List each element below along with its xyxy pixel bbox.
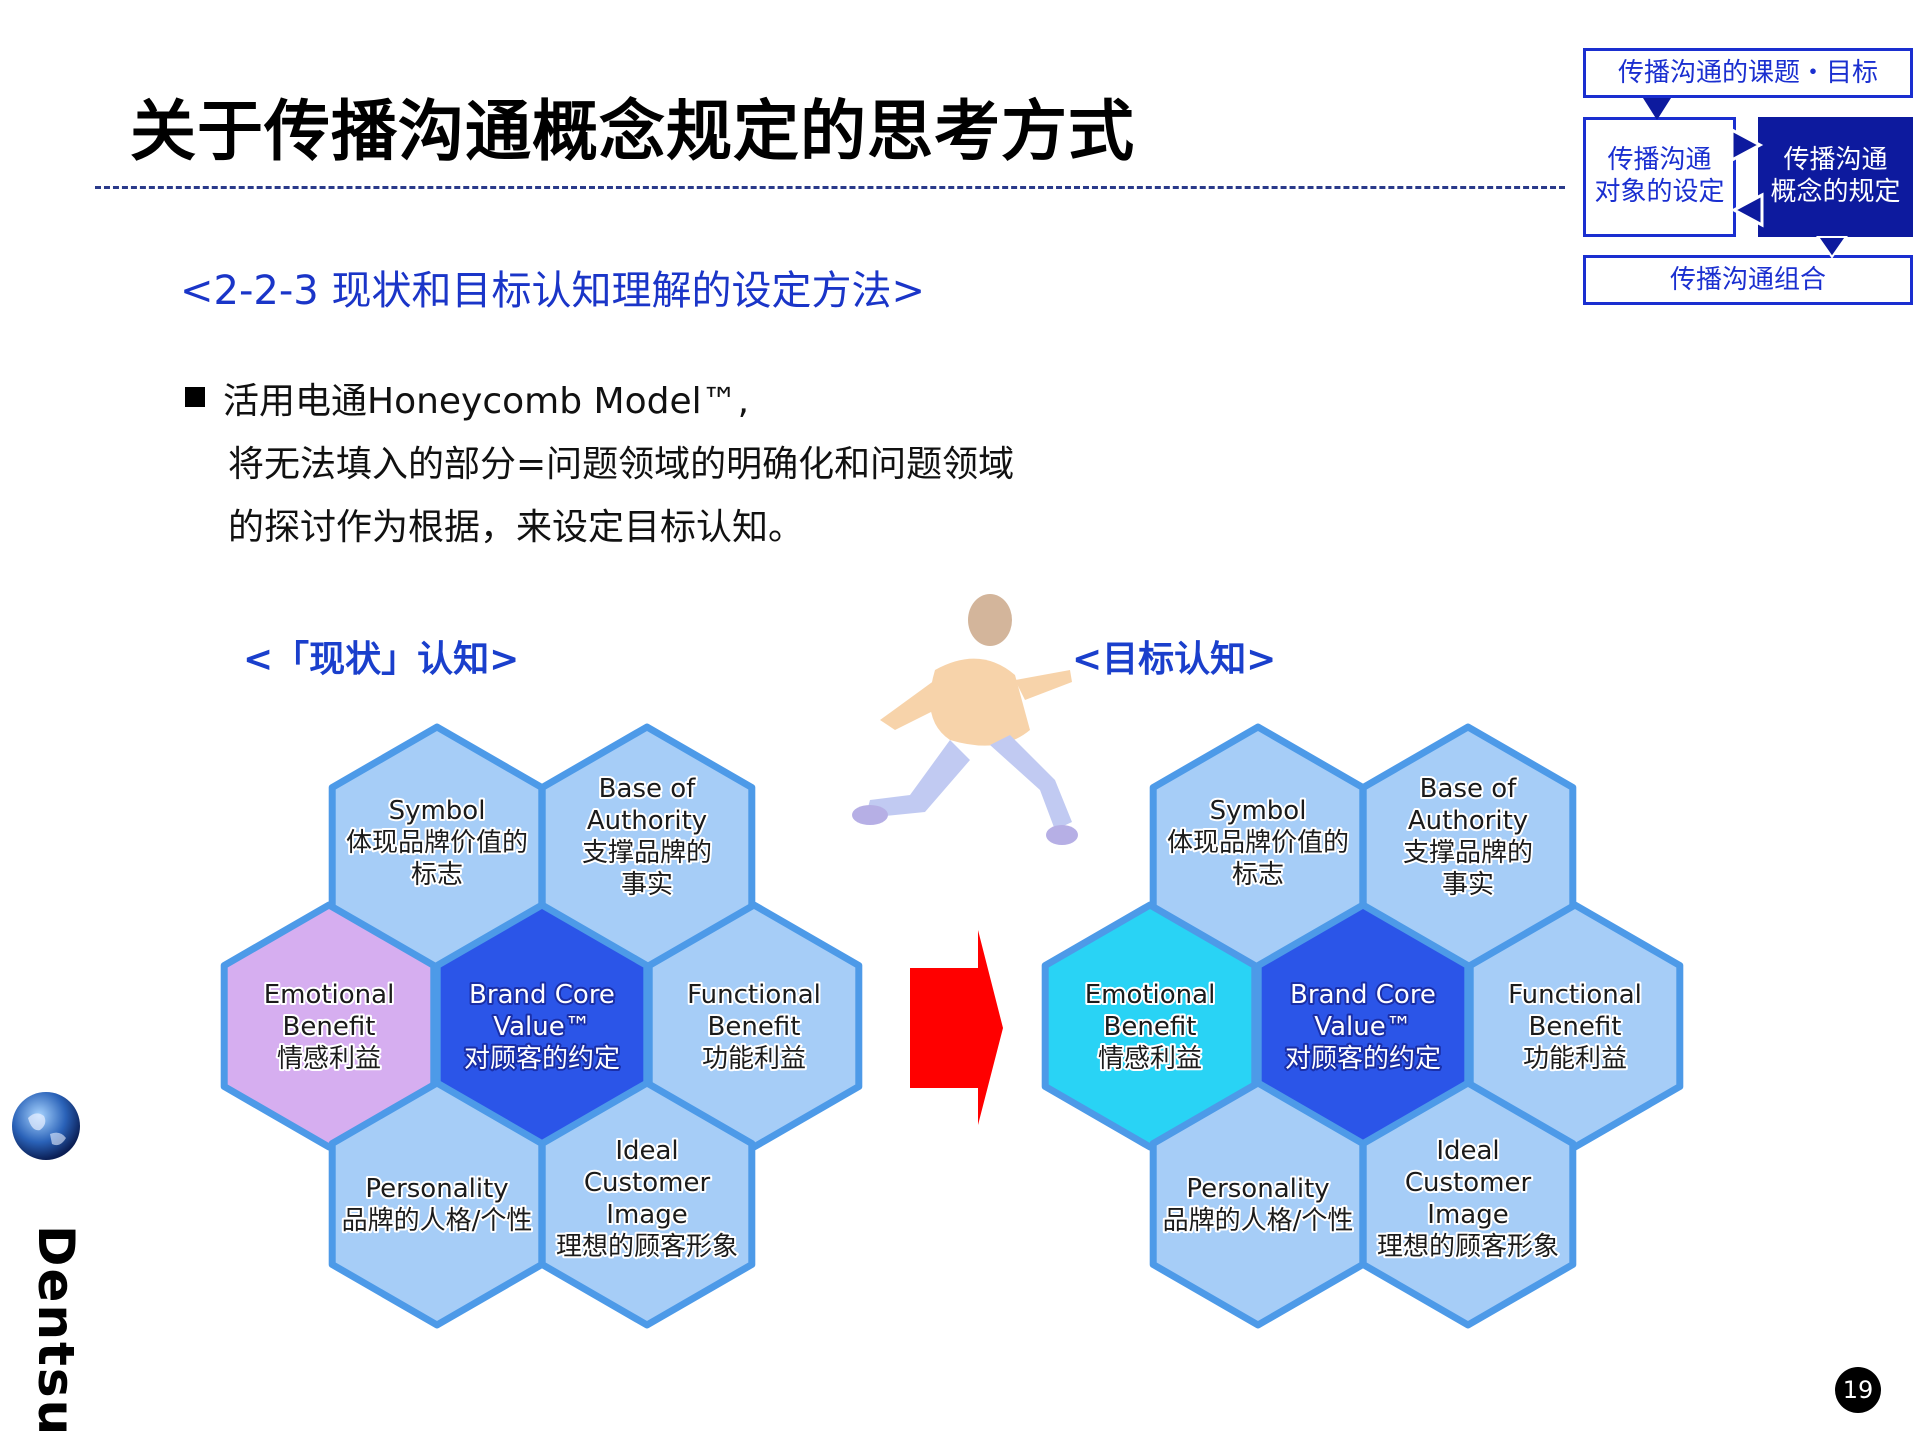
- current-hex-label-authority-line-3: 支撑品牌的: [582, 838, 712, 868]
- current-hex-label-emotional-line-1: Emotional: [264, 980, 395, 1010]
- target-hex-label-symbol-line-2: 体现品牌价值的: [1167, 828, 1349, 858]
- bullet-line-1: 活用电通Honeycomb Model™,: [185, 370, 1014, 433]
- target-hex-label-functional-line-1: Functional: [1508, 980, 1642, 1010]
- nav-right-line1: 传播沟通: [1783, 145, 1888, 175]
- target-hex-label-authority-line-4: 事实: [1442, 870, 1494, 900]
- section-subtitle: <2-2-3 现状和目标认知理解的设定方法>: [180, 268, 925, 314]
- current-hex-label-core-line-1: Brand Core: [469, 980, 615, 1010]
- current-hex-label-personality-line-1: Personality: [365, 1174, 508, 1204]
- target-hex-label-ideal-line-1: Ideal: [1436, 1136, 1499, 1166]
- current-hex-label-functional-line-2: Benefit: [708, 1012, 801, 1042]
- current-hex-label-core-line-3: 对顾客的约定: [464, 1044, 620, 1074]
- nav-right-line2: 概念的规定: [1770, 177, 1901, 207]
- target-hex-label-functional-line-2: Benefit: [1529, 1012, 1622, 1042]
- target-hex-label-personality-line-2: 品牌的人格/个性: [1163, 1206, 1354, 1236]
- page-number: 19: [1835, 1367, 1881, 1413]
- dentsu-logo: Dentsu: [27, 1225, 85, 1438]
- target-hex-label-ideal-line-4: 理想的顾客形象: [1377, 1232, 1559, 1262]
- running-person-icon: [852, 594, 1078, 845]
- current-hex-label-symbol-line-3: 标志: [411, 860, 463, 890]
- target-hex-label-core-line-3: 对顾客的约定: [1285, 1044, 1441, 1074]
- target-hex-label-ideal-line-3: Image: [1427, 1200, 1508, 1230]
- target-hex-label-authority-line-2: Authority: [1408, 806, 1528, 836]
- current-hex-ideal: [538, 1079, 756, 1329]
- current-hex-label-emotional-line-2: Benefit: [283, 1012, 376, 1042]
- current-hex-label-authority-line-1: Base of: [599, 774, 696, 804]
- target-hex-label-emotional-line-3: 情感利益: [1098, 1044, 1202, 1074]
- nav-step-goals[interactable]: 传播沟通的课题・目标: [1583, 48, 1913, 98]
- target-hex-label-functional-line-3: 功能利益: [1523, 1044, 1627, 1074]
- current-hex-label-ideal-line-1: Ideal: [615, 1136, 678, 1166]
- target-hex-ideal: [1359, 1079, 1577, 1329]
- target-hex-label-symbol-line-3: 标志: [1232, 860, 1284, 890]
- target-hex-label-emotional-line-2: Benefit: [1104, 1012, 1197, 1042]
- target-hex-label-authority-line-1: Base of: [1420, 774, 1517, 804]
- nav-step-mix[interactable]: 传播沟通组合: [1583, 255, 1913, 305]
- current-recognition-label: <「现状」认知>: [243, 639, 520, 680]
- target-hex-label-symbol-line-1: Symbol: [1210, 796, 1307, 826]
- target-hex-label-personality-line-1: Personality: [1186, 1174, 1329, 1204]
- target-recognition-label: <目标认知>: [1072, 639, 1277, 680]
- current-hex-label-symbol-line-1: Symbol: [389, 796, 486, 826]
- bullet-paragraph: 活用电通Honeycomb Model™, 将无法填入的部分=问题领域的明确化和…: [185, 370, 1014, 559]
- target-hex-label-core-line-2: Value™: [1314, 1012, 1411, 1042]
- target-hex-label-core-line-1: Brand Core: [1290, 980, 1436, 1010]
- current-hex-label-functional-line-1: Functional: [687, 980, 821, 1010]
- bullet-line-2: 将无法填入的部分=问题领域的明确化和问题领域: [228, 444, 1015, 485]
- current-hex-label-symbol-line-2: 体现品牌价值的: [346, 828, 528, 858]
- current-hex-label-ideal-line-3: Image: [606, 1200, 687, 1230]
- page-title: 关于传播沟通概念规定的思考方式: [130, 93, 1135, 170]
- current-hex-label-core-line-2: Value™: [493, 1012, 590, 1042]
- current-hex-label-functional-line-3: 功能利益: [702, 1044, 806, 1074]
- current-hex-label-emotional-line-3: 情感利益: [277, 1044, 381, 1074]
- current-hex-label-personality-line-2: 品牌的人格/个性: [342, 1206, 533, 1236]
- bullet-line-1-text: 活用电通Honeycomb Model™,: [223, 381, 750, 422]
- target-hex-label-ideal-line-2: Customer: [1405, 1168, 1532, 1198]
- target-hex-label-emotional-line-1: Emotional: [1085, 980, 1216, 1010]
- transition-arrow: [910, 930, 1003, 1125]
- nav-left-line2: 对象的设定: [1594, 177, 1725, 207]
- nav-left-line1: 传播沟通: [1607, 145, 1712, 175]
- title-divider: [95, 186, 1565, 189]
- current-hex-label-ideal-line-4: 理想的顾客形象: [556, 1232, 738, 1262]
- bullet-line-3: 的探讨作为根据，来设定目标认知。: [228, 507, 805, 548]
- nav-step-concept-current[interactable]: 传播沟通 概念的规定: [1758, 117, 1913, 237]
- current-hex-label-authority-line-2: Authority: [587, 806, 707, 836]
- target-hex-label-authority-line-3: 支撑品牌的: [1403, 838, 1533, 868]
- globe-icon: [12, 1092, 80, 1160]
- current-hex-label-authority-line-4: 事实: [621, 870, 673, 900]
- current-hex-label-ideal-line-2: Customer: [584, 1168, 711, 1198]
- bullet-square-icon: [185, 387, 205, 407]
